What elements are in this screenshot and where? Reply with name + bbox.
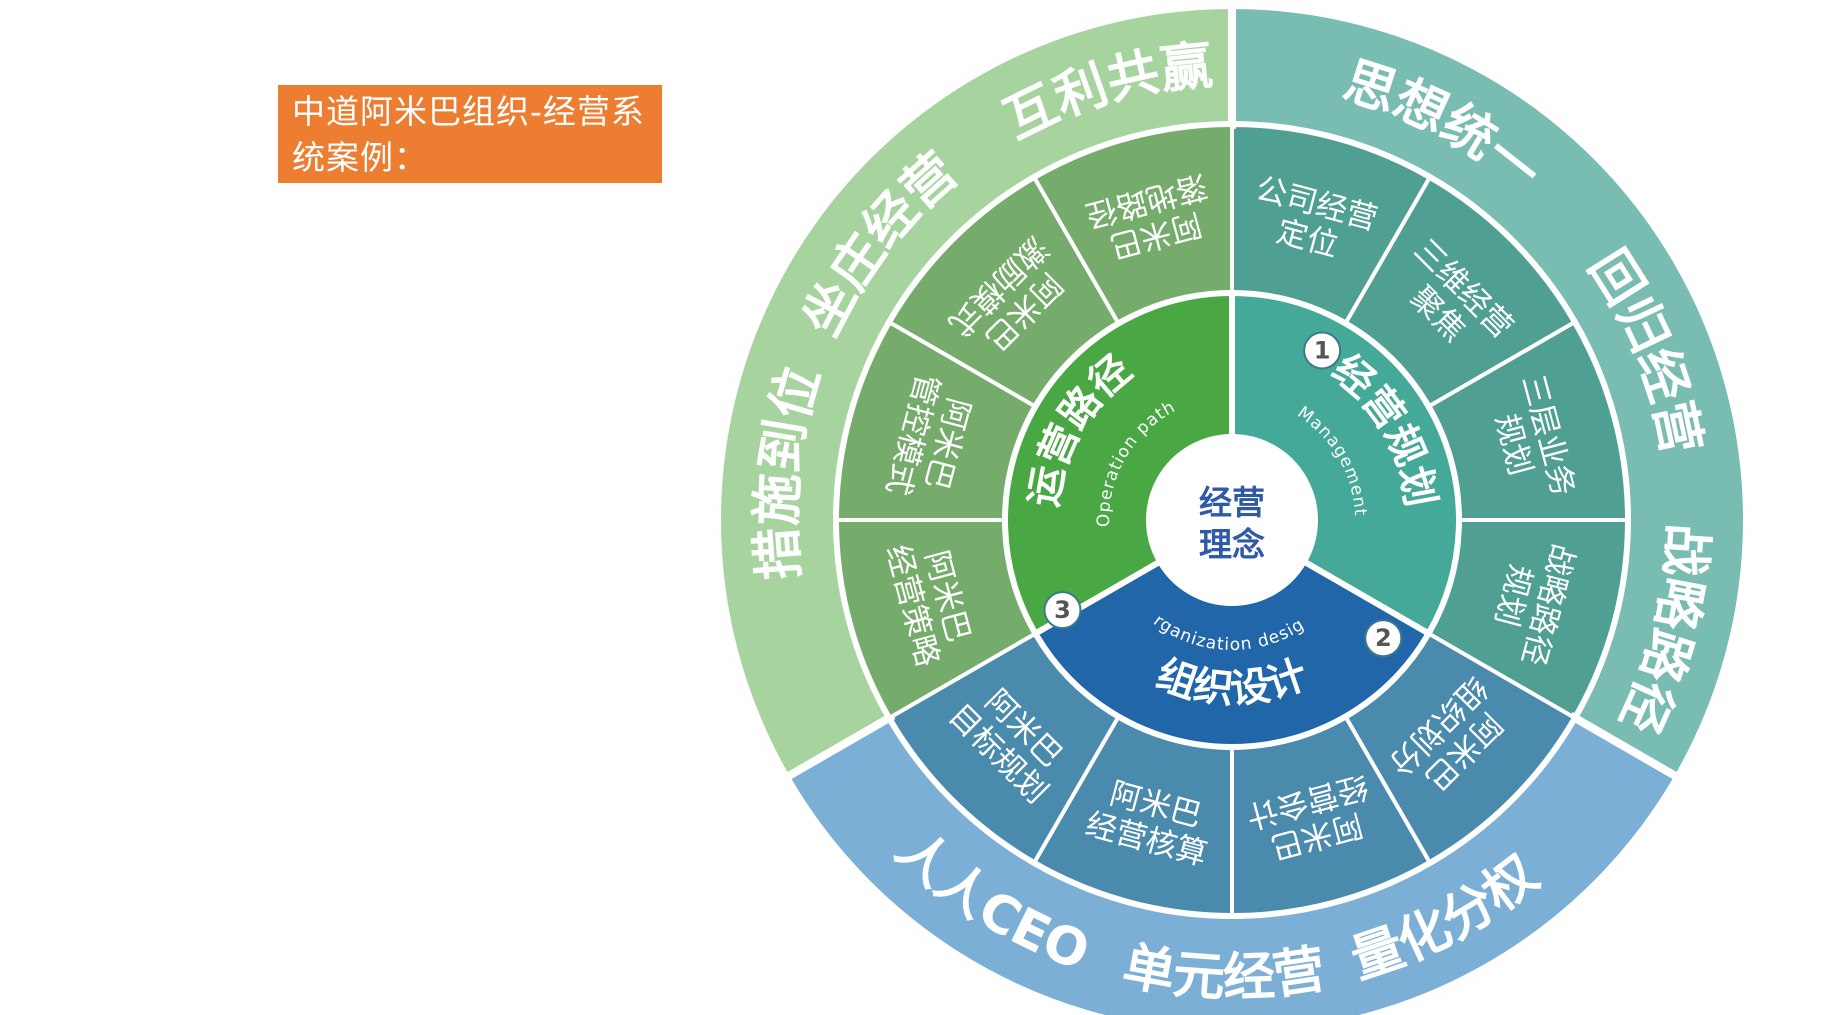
center-label-line1: 经营 [1199,483,1265,522]
center-circle [1149,437,1315,603]
page-title: 中道阿米巴组织-经营系统案例： [278,85,662,183]
center-label-line2: 理念 [1199,525,1265,564]
number-badge-management [1303,331,1342,370]
number-badge-label: 1 [1314,336,1331,364]
mid-item-operation: 阿米巴落地路径 [1082,167,1220,269]
sector-organization [780,557,1684,1015]
number-badge-organization [1364,619,1403,658]
sector-management [1228,0,1751,783]
number-badge-label: 3 [1054,596,1071,624]
number-badge-label: 2 [1375,624,1392,652]
number-badge-operation [1043,591,1082,630]
sector-operation [713,0,1236,783]
